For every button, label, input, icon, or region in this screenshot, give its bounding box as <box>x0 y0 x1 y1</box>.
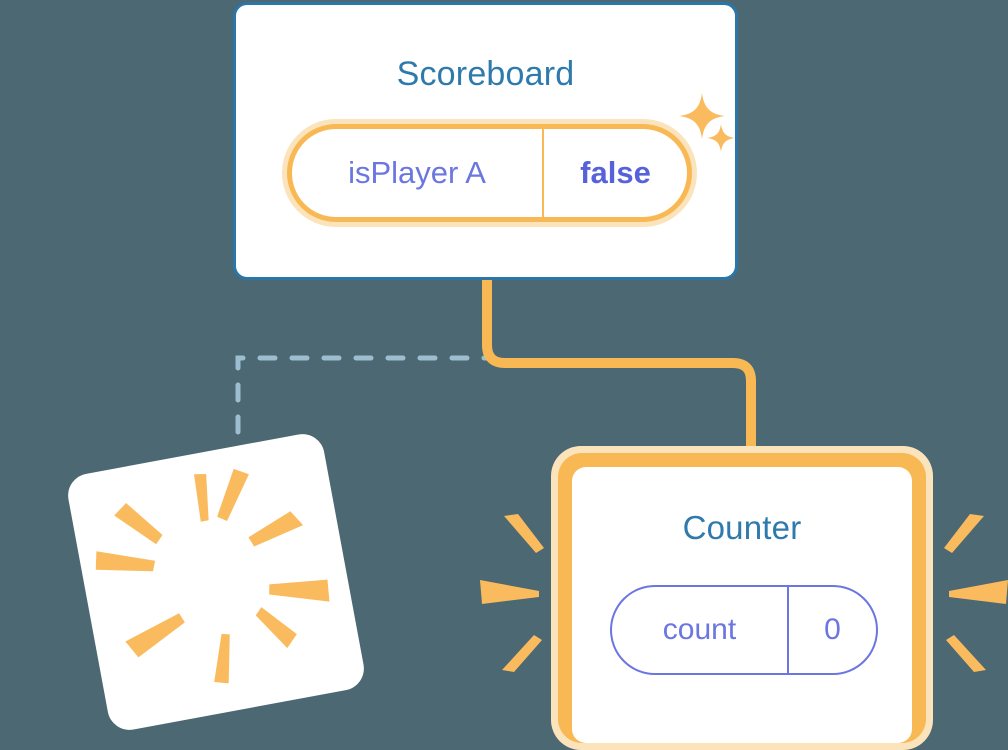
counter-card[interactable]: Counter count 0 <box>572 467 912 743</box>
poof-ray <box>269 579 330 602</box>
poof-ray <box>125 613 185 658</box>
counter-pill-key-label: count <box>662 613 737 646</box>
poof-ray <box>114 503 163 545</box>
burst-ray <box>949 580 1008 604</box>
sparkle-small-icon <box>707 124 735 152</box>
sparkle-large-icon <box>679 93 725 139</box>
pill-value-label: false <box>580 155 651 190</box>
counter-burst-rays-left <box>480 514 544 672</box>
counter-state-pill[interactable]: count 0 <box>610 585 878 675</box>
burst-ray <box>480 580 539 604</box>
solid-connector-to-counter <box>482 280 756 470</box>
poof-ray <box>95 551 156 572</box>
scoreboard-state-pill[interactable]: isPlayer A false <box>282 119 697 227</box>
burst-ray <box>944 514 984 553</box>
scoreboard-card[interactable]: Scoreboard isPlayer A false <box>233 2 738 280</box>
pill-divider <box>542 129 544 217</box>
pill-key-label: isPlayer A <box>348 155 486 190</box>
counter-burst-rays-right <box>944 514 1008 672</box>
poof-ray <box>217 468 249 521</box>
poof-card[interactable] <box>64 430 368 734</box>
pill-body: isPlayer A false <box>292 129 687 217</box>
poof-ray <box>255 607 297 649</box>
poof-burst-rays <box>95 468 330 684</box>
burst-ray <box>946 635 986 672</box>
counter-pill-value-label: 0 <box>824 613 841 646</box>
scoreboard-title: Scoreboard <box>396 55 575 93</box>
counter-title: Counter <box>682 509 802 546</box>
poof-ray <box>193 473 209 522</box>
poof-ray <box>248 511 304 547</box>
poof-ray <box>214 633 230 684</box>
burst-ray <box>504 514 544 553</box>
burst-ray <box>502 635 542 672</box>
counter-pill-divider <box>787 587 789 673</box>
